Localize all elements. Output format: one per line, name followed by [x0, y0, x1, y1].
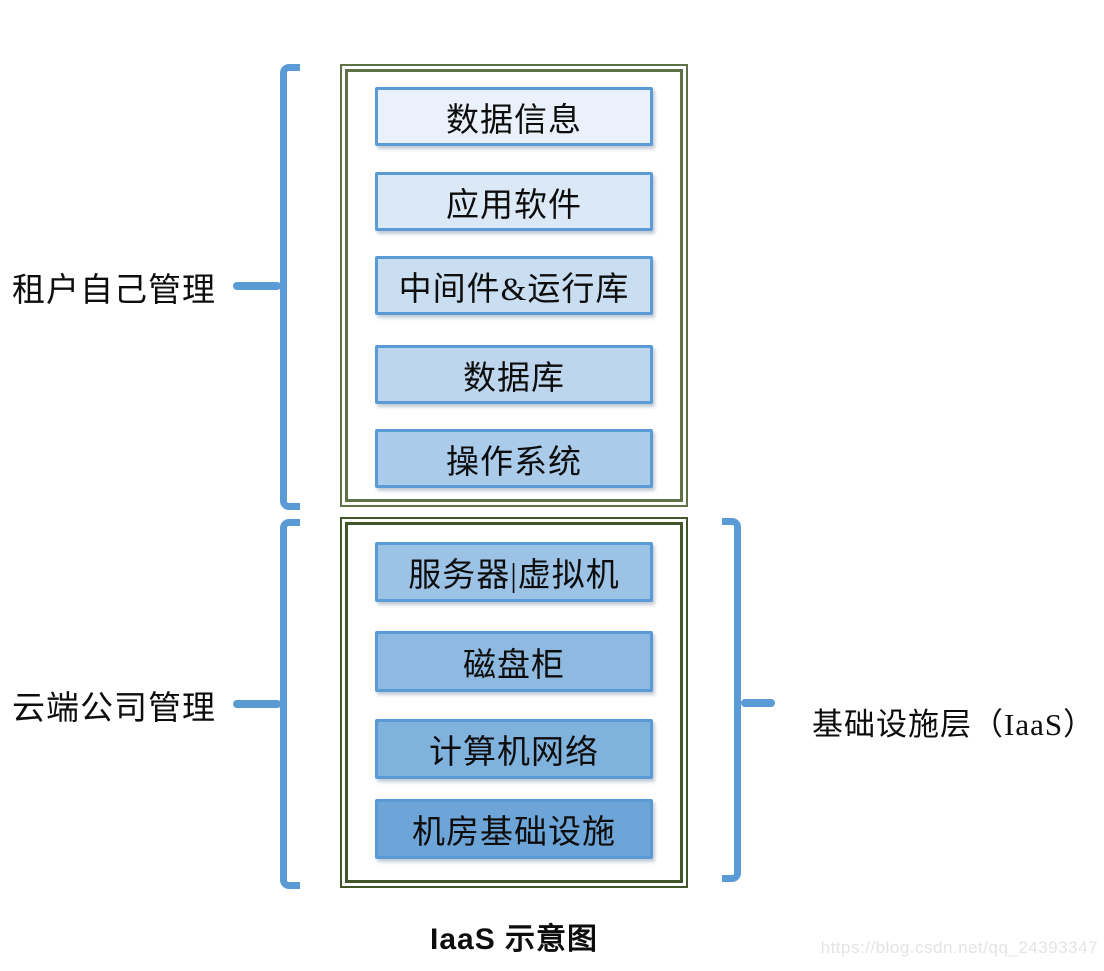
- csdn-watermark: https://blog.csdn.net/qq_24393347: [820, 938, 1098, 957]
- tenant-bracket-stem: [233, 282, 281, 290]
- iaas-bracket-stem: [741, 699, 775, 707]
- layer-box-middleware-runtime: 中间件&运行库: [375, 256, 653, 315]
- layer-box-data-information: 数据信息: [375, 87, 653, 146]
- cloud-bracket: [280, 519, 300, 889]
- cloud-managed-group-inner-border: [345, 522, 683, 883]
- layer-box-server-vm: 服务器|虚拟机: [375, 542, 653, 602]
- layer-box-database: 数据库: [375, 345, 653, 404]
- cloud-bracket-stem: [233, 700, 281, 708]
- iaas-bracket: [722, 518, 741, 882]
- layer-box-computer-network: 计算机网络: [375, 719, 653, 779]
- layer-box-operating-system: 操作系统: [375, 429, 653, 488]
- iaas-layer-label: 基础设施层（IaaS）: [812, 707, 1096, 742]
- layer-box-datacenter-infrastructure: 机房基础设施: [375, 799, 653, 859]
- layer-box-application-software: 应用软件: [375, 172, 653, 231]
- tenant-bracket: [280, 64, 300, 510]
- tenant-managed-group-inner-border: [345, 69, 683, 502]
- cloud-managed-label: 云端公司管理: [12, 691, 216, 727]
- diagram-caption: IaaS 示意图: [430, 923, 599, 956]
- layer-box-disk-array: 磁盘柜: [375, 631, 653, 692]
- tenant-managed-label: 租户自己管理: [12, 273, 216, 309]
